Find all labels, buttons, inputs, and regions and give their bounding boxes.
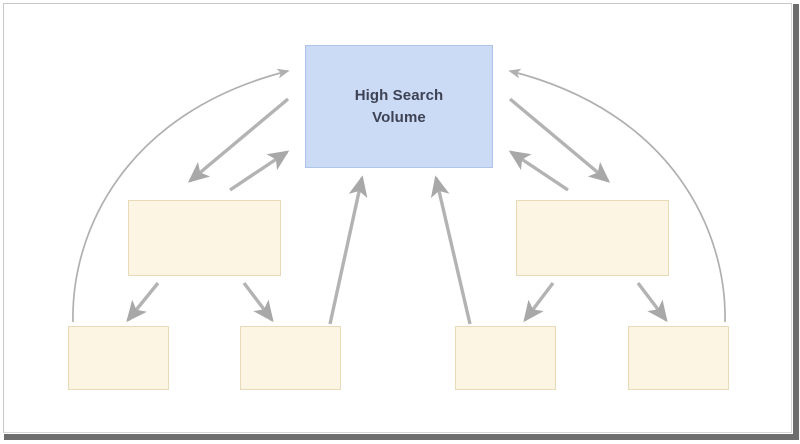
- high-search-volume-node[interactable]: High Search Volume: [305, 45, 493, 168]
- leaf-node-4[interactable]: [628, 326, 729, 390]
- window-shadow-right: [793, 4, 799, 440]
- leaf-node-1[interactable]: [68, 326, 169, 390]
- window-shadow-bottom: [4, 434, 796, 440]
- leaf-node-2[interactable]: [240, 326, 341, 390]
- leaf-node-3[interactable]: [455, 326, 556, 390]
- high-search-volume-label: High Search Volume: [354, 86, 444, 126]
- mid-right-node[interactable]: [516, 200, 669, 276]
- mid-left-node[interactable]: [128, 200, 281, 276]
